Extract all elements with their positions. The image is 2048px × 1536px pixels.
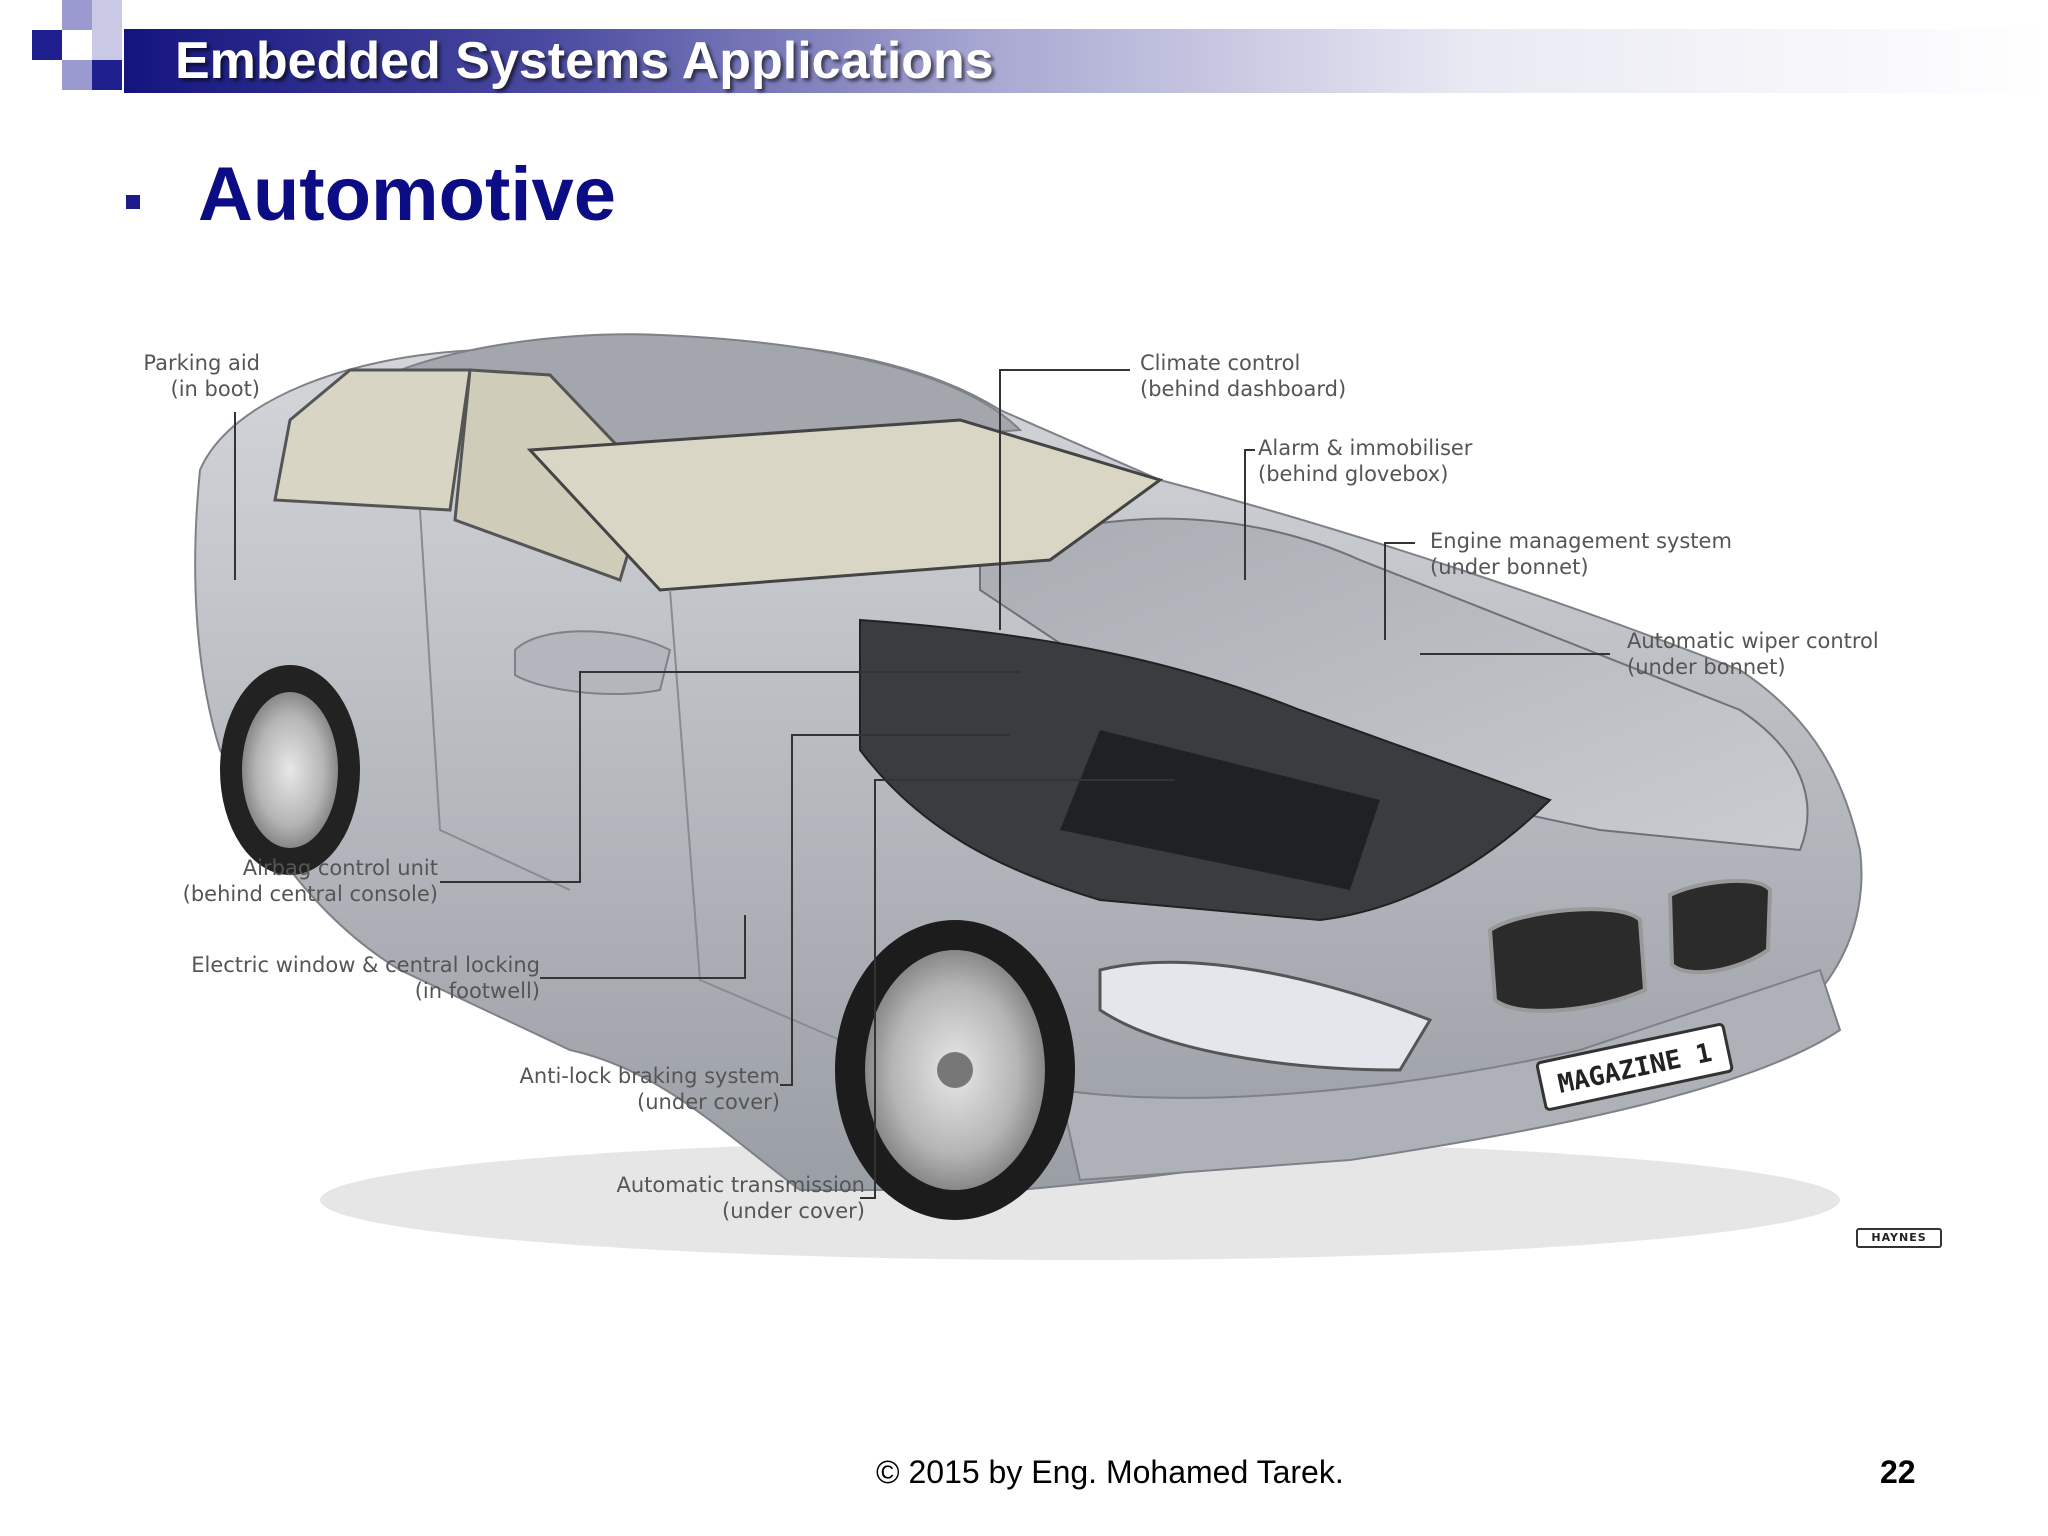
grille-right (1667, 879, 1773, 975)
corner-square-navy (32, 30, 62, 60)
leader-engine (1384, 542, 1415, 640)
page-number: 22 (1880, 1454, 1916, 1490)
haynes-logo: HAYNES (1856, 1228, 1942, 1248)
leader-lines (234, 369, 1610, 1199)
corner-square-lavender-2 (62, 60, 92, 90)
leader-window (540, 915, 746, 979)
grille-left (1487, 907, 1648, 1013)
corner-square-lavender (62, 0, 92, 30)
slide-heading: Automotive (198, 152, 616, 237)
title-bar (124, 29, 2048, 93)
leader-airbag (440, 671, 1020, 883)
label-engine-management: Engine management system(under bonnet) (1430, 529, 1732, 579)
rear-wheel (220, 665, 360, 875)
car-illustration: MAGAZINE 1 (194, 333, 1863, 1260)
bullet-icon (126, 195, 140, 209)
door-line-rear (419, 509, 571, 891)
leader-alarm (1244, 449, 1255, 580)
rear-window (273, 368, 472, 512)
headlight (1098, 960, 1433, 1072)
front-bumper (1058, 968, 1842, 1182)
label-climate-control: Climate control(behind dashboard) (1140, 351, 1347, 401)
windshield (526, 418, 1164, 592)
slide-title: Embedded Systems Applications (175, 32, 994, 90)
corner-square-pale (92, 0, 122, 30)
engine-cover (1060, 730, 1380, 890)
label-transmission: Automatic transmission(under cover) (616, 1173, 865, 1223)
door-line-front (669, 589, 841, 1041)
label-airbag-control: Airbag control unit(behind central conso… (182, 856, 438, 906)
label-wiper-control: Automatic wiper control(under bonnet) (1627, 629, 1879, 679)
leader-transmission (860, 779, 1175, 1199)
car-diagram: MAGAZINE 1 (100, 330, 1980, 1270)
corner-square-pale-2 (92, 30, 122, 60)
label-abs: Anti-lock braking system(under cover) (519, 1064, 780, 1114)
corner-square-navy-2 (92, 60, 122, 90)
license-plate: MAGAZINE 1 (1535, 1022, 1734, 1111)
label-parking-aid: Parking aid(in boot) (143, 351, 260, 401)
car-shadow (320, 1140, 1840, 1260)
side-mirror (514, 630, 672, 695)
label-window-locking: Electric window & central locking(in foo… (191, 953, 540, 1003)
front-wheel (835, 920, 1075, 1220)
label-alarm-immobiliser: Alarm & immobiliser(behind glovebox) (1258, 436, 1473, 486)
leader-climate (999, 369, 1130, 630)
leader-abs (780, 734, 1010, 1086)
footer-copyright: © 2015 by Eng. Mohamed Tarek. (876, 1454, 1344, 1490)
